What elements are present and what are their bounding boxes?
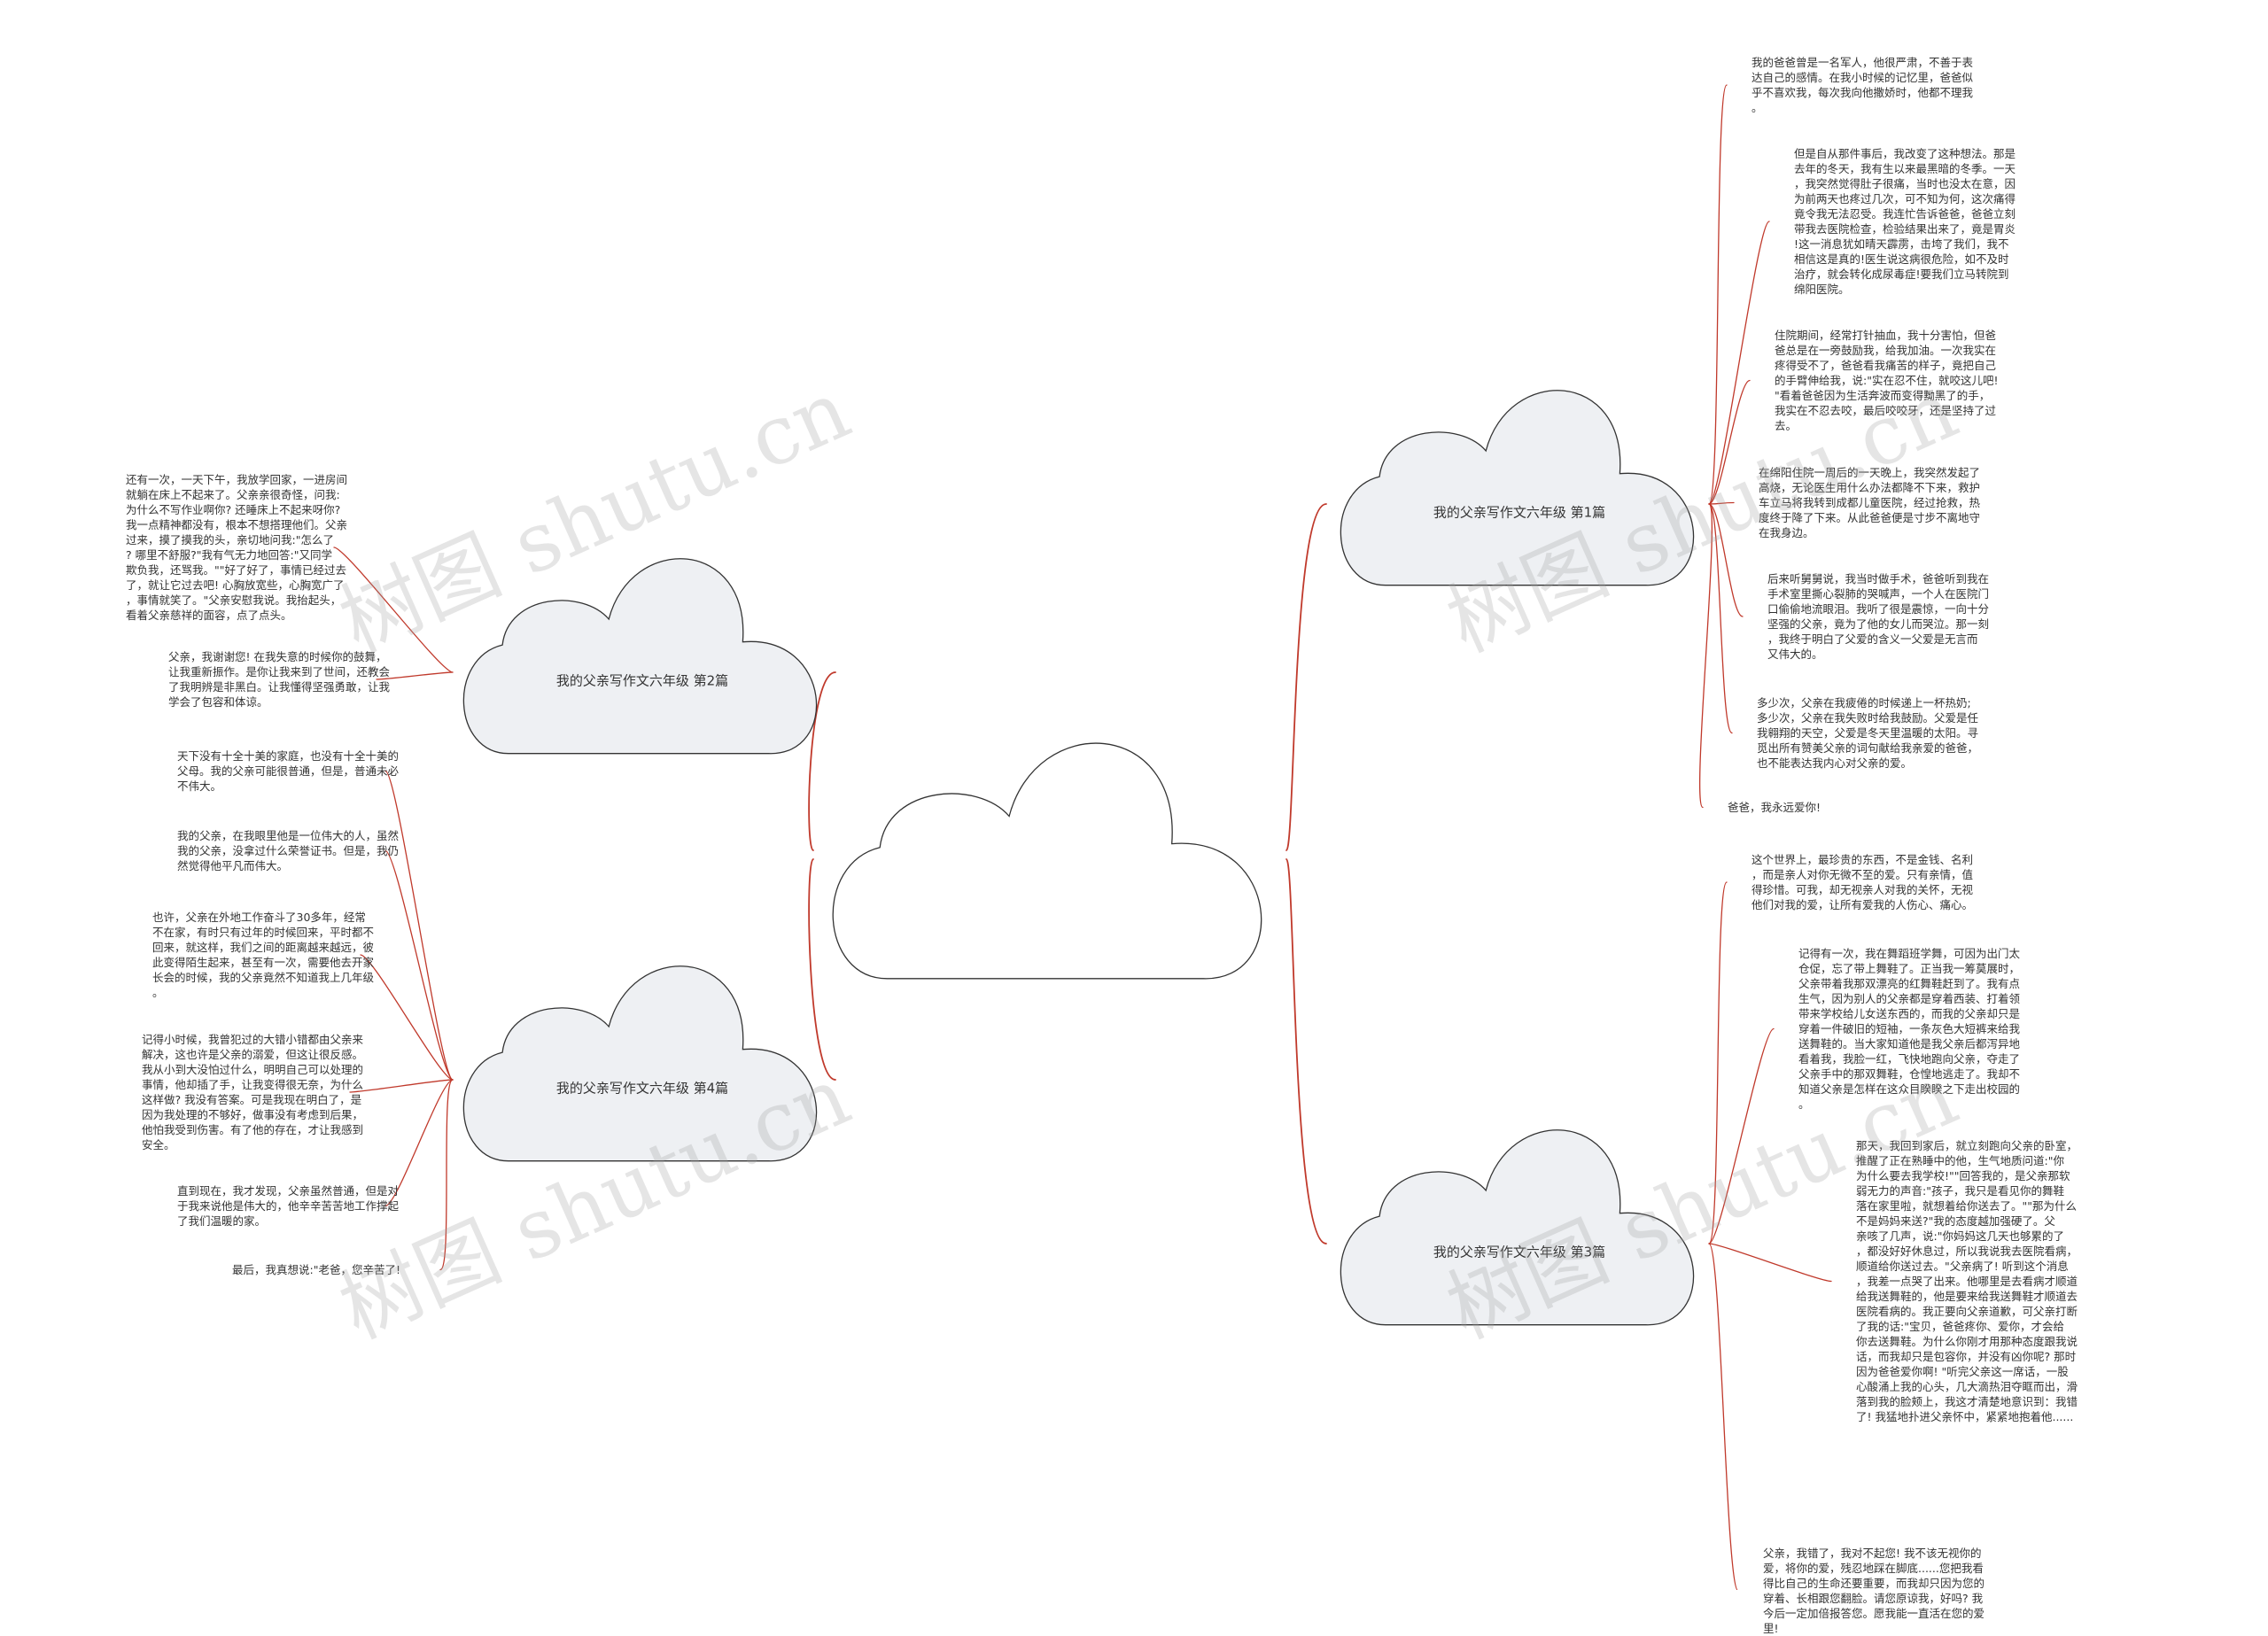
leaf-connector-b4-6: [439, 1079, 454, 1271]
leaf-connector-b4-1: [384, 770, 454, 1081]
trunk-connector-b3: [1285, 858, 1327, 1244]
branch-cloud-b1-label: 我的父亲写作文六年级 第1篇: [1433, 504, 1605, 520]
leaf-connector-b3-3: [1708, 1243, 1832, 1283]
leaf-connector-b4-4: [349, 1079, 454, 1093]
leaf-text-b1-1: 我的爸爸曾是一名军人，他很严肃，不善于表 达自己的感情。在我小时候的记忆里，爸爸…: [1751, 56, 1974, 114]
leaf-connector-b4-5: [384, 1079, 454, 1207]
leaf-text-b3-1: 这个世界上，最珍贵的东西，不是金钱、名利 ，而是亲人对你无微不至的爱。只有亲情，…: [1751, 853, 1974, 911]
leaf-text-b1-3: 住院期间，经常打针抽血，我十分害怕，但爸 爸总是在一旁鼓励我，给我加油。一次我实…: [1775, 329, 1999, 432]
leaf-connector-b3-1: [1708, 881, 1728, 1244]
branch-cloud-b4-label: 我的父亲写作文六年级 第4篇: [556, 1080, 728, 1096]
leaf-text-b3-3: 那天，我回到家后，就立刻跑向父亲的卧室， 推醒了正在熟睡中的他，生气地质问道:"…: [1856, 1139, 2078, 1423]
leaf-text-b3-2: 记得有一次，我在舞蹈班学舞，可因为出门太 仓促，忘了带上舞鞋了。正当我一筹莫展时…: [1798, 947, 2021, 1111]
trunk-connector-b2: [808, 671, 836, 851]
leaf-connector-b1-5: [1708, 503, 1744, 617]
leaf-connector-b1-7: [1699, 503, 1713, 809]
leaf-text-b1-5: 后来听舅舅说，我当时做手术，爸爸听到我在 手术室里撕心裂肺的哭喊声，一个人在医院…: [1767, 572, 1990, 661]
branch-cloud-b3-label: 我的父亲写作文六年级 第3篇: [1433, 1244, 1605, 1260]
leaf-connector-b1-1: [1708, 84, 1728, 505]
leaf-connector-b4-3: [360, 954, 454, 1081]
branch-cloud-b3[interactable]: [1340, 1129, 1695, 1326]
connector-layer: [333, 84, 1832, 1590]
leaf-text-b1-7: 爸爸，我永远爱你!: [1728, 801, 1821, 814]
leaf-text-b2-2: 父亲，我谢谢您! 在我失意的时候你的鼓舞， 让我重新振作。是你让我来到了世间，还…: [168, 650, 391, 709]
leaf-text-b3-4: 父亲，我错了，我对不起您! 我不该无视你的 爱，将你的爱，残忍地踩在脚底....…: [1763, 1547, 1985, 1635]
leaf-connector-b2-2: [376, 671, 454, 680]
leaf-connector-b3-4: [1708, 1243, 1739, 1590]
leaf-connector-b1-3: [1708, 379, 1751, 505]
leaf-connector-b3-2: [1708, 1027, 1775, 1244]
leaf-text-b1-6: 多少次，父亲在我疲倦的时候递上一杯热奶; 多少次，父亲在我失败时给我鼓励。父爱是…: [1757, 696, 1979, 770]
trunk-connector-b1: [1285, 503, 1327, 851]
branch-cloud-b2[interactable]: [462, 558, 818, 755]
branch-cloud-b4[interactable]: [462, 965, 818, 1162]
leaf-text-b4-4: 记得小时候，我曾犯过的大错小错都由父亲来 解决，这也许是父亲的溺爱，但这让很反感…: [142, 1033, 364, 1151]
leaf-connector-b2-1: [333, 547, 454, 673]
leaf-connector-b1-2: [1708, 221, 1770, 505]
leaf-text-b1-4: 在绵阳住院一周后的一天晚上，我突然发起了 高烧，无论医生用什么办法都降不下来，救…: [1759, 466, 1981, 539]
leaf-text-b1-2: 但是自从那件事后，我改变了这种想法。那是 去年的冬天，我有生以来最黑暗的冬季。一…: [1794, 147, 2016, 296]
leaf-text-b2-1: 还有一次，一天下午，我放学回家，一进房间 就躺在床上不起来了。父亲亲很奇怪，问我…: [126, 473, 348, 622]
trunk-connector-b4: [808, 858, 836, 1081]
leaf-text-b4-6: 最后，我真想说:"老爸，您辛苦了!: [232, 1263, 400, 1276]
center-topic-cloud[interactable]: [832, 742, 1262, 980]
branch-cloud-b1[interactable]: [1340, 390, 1695, 586]
leaf-connector-b4-2: [384, 849, 454, 1081]
leaf-connector-b1-4: [1708, 501, 1735, 505]
leaf-connector-b1-6: [1708, 503, 1733, 734]
mindmap-canvas: 我的父亲写作文六年级 第1篇我的父亲写作文六年级 第2篇我的父亲写作文六年级 第…: [126, 56, 2078, 1635]
leaf-text-b4-3: 也许，父亲在外地工作奋斗了30多年，经常 不在家，有时只有过年的时候回来，平时都…: [152, 911, 375, 999]
leaf-text-b4-1: 天下没有十全十美的家庭，也没有十全十美的 父母。我的父亲可能很普通，但是，普通未…: [177, 749, 400, 793]
branch-cloud-b2-label: 我的父亲写作文六年级 第2篇: [556, 672, 728, 688]
leaf-text-b4-2: 我的父亲，在我眼里他是一位伟大的人，虽然 我的父亲，没拿过什么荣誉证书。但是，我…: [177, 829, 400, 872]
leaf-text-b4-5: 直到现在，我才发现，父亲虽然普通，但是对 于我来说他是伟大的，他辛辛苦苦地工作撑…: [177, 1184, 400, 1228]
